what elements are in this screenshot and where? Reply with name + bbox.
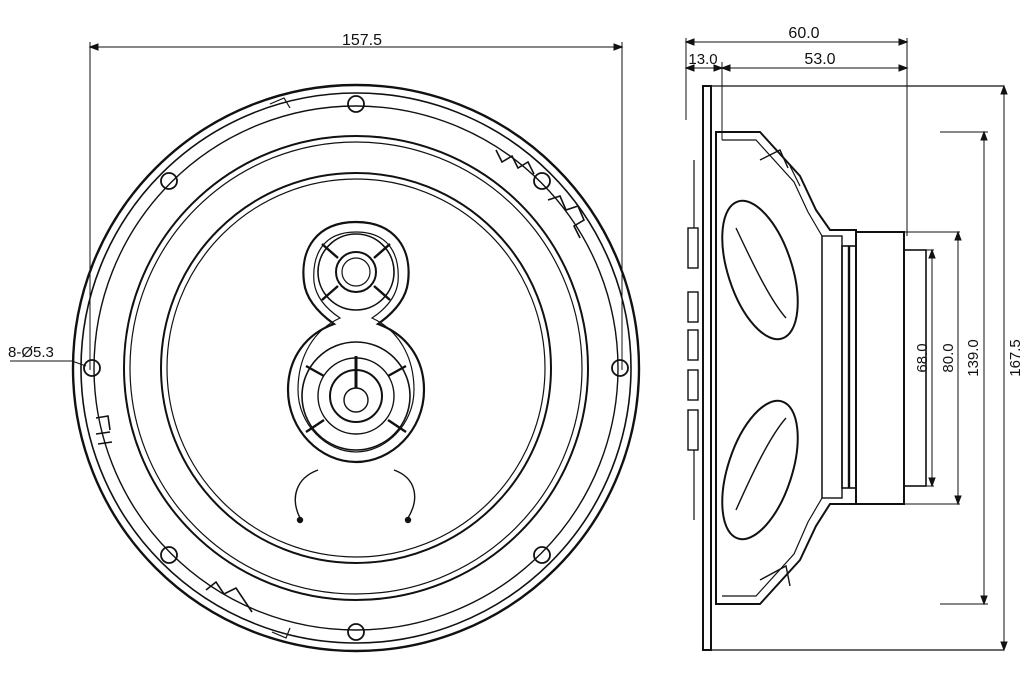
side-magnet-plate bbox=[903, 249, 927, 487]
side-neck bbox=[821, 235, 843, 499]
lead-end-left bbox=[296, 516, 304, 524]
side-terminal bbox=[687, 369, 699, 401]
magnet-dia-label: 68.0 bbox=[914, 343, 931, 372]
depth-flange-label: 13.0 bbox=[688, 51, 717, 68]
outer-rim-inner bbox=[80, 92, 632, 644]
basket-window bbox=[721, 199, 799, 341]
mounting-hole bbox=[533, 546, 551, 564]
cone-edge-inner bbox=[166, 178, 546, 558]
side-terminal bbox=[687, 409, 699, 451]
tweeter-bridge-inner bbox=[297, 231, 415, 453]
surround-ring-inner bbox=[129, 141, 583, 595]
terminal-tab bbox=[495, 149, 535, 175]
mounting-hole bbox=[160, 546, 178, 564]
frame-dia-label: 139.0 bbox=[965, 339, 982, 377]
side-diameter-dimensions bbox=[926, 84, 1008, 652]
side-depth-dimensions bbox=[684, 38, 909, 236]
tweeter-bridge bbox=[286, 220, 426, 464]
lower-tweeter-center bbox=[343, 387, 369, 413]
lead-wire-right bbox=[393, 469, 416, 519]
side-flange bbox=[702, 85, 712, 651]
mounting-holes bbox=[83, 95, 629, 641]
lower-tweeter-housing bbox=[301, 341, 411, 451]
terminal-tab bbox=[95, 415, 113, 445]
front-width-label: 157.5 bbox=[342, 32, 382, 49]
surround-ring bbox=[123, 135, 589, 601]
terminal-tab bbox=[205, 580, 253, 613]
basket-window bbox=[721, 399, 799, 541]
mounting-hole bbox=[83, 359, 101, 377]
mounting-hole bbox=[160, 172, 178, 190]
upper-tweeter-dome bbox=[335, 251, 377, 293]
front-width-dimension bbox=[88, 42, 624, 370]
side-magnet bbox=[855, 231, 905, 505]
cone-edge bbox=[160, 172, 552, 564]
terminal-tab bbox=[547, 195, 586, 239]
upper-tweeter-housing bbox=[317, 233, 395, 311]
upper-tweeter-spokes bbox=[321, 243, 391, 301]
lower-tweeter-spokes bbox=[305, 364, 407, 433]
mounting-hole bbox=[533, 172, 551, 190]
side-terminal bbox=[687, 329, 699, 361]
outer-dia-label: 167.5 bbox=[1007, 339, 1024, 377]
mounting-hole bbox=[347, 95, 365, 113]
side-terminal bbox=[687, 227, 699, 269]
rim-mark bbox=[271, 627, 291, 639]
side-view bbox=[687, 85, 1004, 651]
hole-spec-leader bbox=[10, 360, 87, 367]
outer-rim bbox=[71, 83, 641, 653]
depth-total-label: 60.0 bbox=[788, 25, 819, 42]
frame-dia-small-label: 80.0 bbox=[940, 343, 957, 372]
mounting-ring bbox=[93, 105, 619, 631]
depth-body-label: 53.0 bbox=[804, 51, 835, 68]
upper-tweeter-center bbox=[341, 257, 371, 287]
mounting-hole bbox=[347, 623, 365, 641]
side-basket-inner bbox=[722, 139, 823, 597]
hole-spec-label: 8-Ø5.3 bbox=[8, 344, 54, 361]
front-view bbox=[71, 83, 641, 653]
mounting-hole bbox=[611, 359, 629, 377]
lead-wire-left bbox=[294, 469, 319, 519]
lead-end-right bbox=[404, 516, 412, 524]
rim-mark bbox=[269, 97, 291, 109]
side-terminal bbox=[687, 291, 699, 323]
